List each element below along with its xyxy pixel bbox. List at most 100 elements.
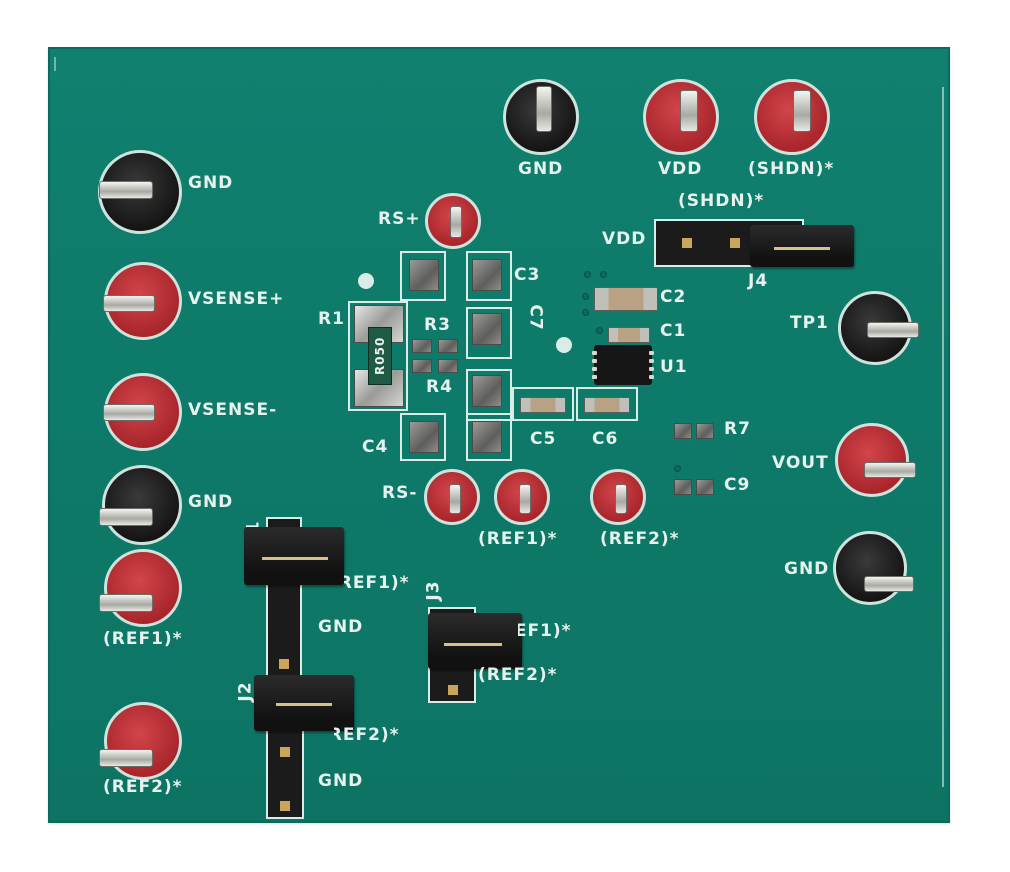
label-ref2-center: (REF2)* bbox=[600, 529, 680, 549]
test-point-tp1[interactable] bbox=[838, 291, 919, 365]
label-vsense-minus: VSENSE- bbox=[188, 400, 278, 420]
mounting-hole bbox=[556, 337, 572, 353]
footprint-r1 bbox=[348, 301, 408, 411]
via bbox=[582, 293, 589, 300]
ic-u1 bbox=[592, 345, 654, 385]
test-point-ref2-left[interactable] bbox=[99, 702, 182, 780]
via bbox=[582, 309, 589, 316]
footprint-c4-right bbox=[466, 413, 512, 461]
via bbox=[600, 271, 607, 278]
label-j1-mid: (REF1)* bbox=[330, 573, 410, 593]
test-point-rs-plus[interactable] bbox=[425, 193, 481, 249]
test-point-ref2-center[interactable] bbox=[590, 469, 646, 525]
label-tp1: TP1 bbox=[790, 313, 829, 333]
label-j3: J3 bbox=[423, 580, 444, 601]
test-point-vout[interactable] bbox=[835, 423, 916, 497]
label-c1: C1 bbox=[660, 321, 687, 341]
test-point-ref1-center[interactable] bbox=[494, 469, 550, 525]
label-c6: C6 bbox=[592, 429, 619, 449]
capacitor-c6 bbox=[584, 397, 630, 413]
label-u1: U1 bbox=[660, 357, 688, 377]
label-gnd-left-top: GND bbox=[188, 173, 234, 193]
jumper-j1[interactable] bbox=[244, 527, 344, 585]
label-vout: VOUT bbox=[772, 453, 829, 473]
footprint-c4-left bbox=[400, 413, 446, 461]
label-rs-plus: RS+ bbox=[378, 209, 421, 229]
pad-c9-b bbox=[696, 479, 714, 495]
capacitor-c2 bbox=[594, 287, 658, 311]
label-r4: R4 bbox=[426, 377, 453, 397]
label-c2: C2 bbox=[660, 287, 687, 307]
jumper-j2[interactable] bbox=[254, 675, 354, 731]
pad-c4-b bbox=[472, 421, 502, 453]
label-vdd-j4: VDD bbox=[602, 229, 647, 249]
board-edge-highlight bbox=[942, 87, 944, 787]
label-r1: R1 bbox=[318, 309, 345, 329]
test-point-gnd-top[interactable] bbox=[503, 79, 579, 155]
label-shdn-top: (SHDN)* bbox=[748, 159, 835, 179]
test-point-vdd[interactable] bbox=[643, 79, 719, 155]
label-shdn-j4: (SHDN)* bbox=[678, 191, 765, 211]
pad-c3-a bbox=[409, 259, 439, 291]
pad-c7 bbox=[472, 313, 502, 345]
pad-r7-b bbox=[696, 423, 714, 439]
pad-r3-a bbox=[412, 339, 432, 353]
via bbox=[584, 271, 591, 278]
label-j1-gnd: GND bbox=[318, 617, 364, 637]
label-gnd-top: GND bbox=[518, 159, 564, 179]
label-vdd-top: VDD bbox=[658, 159, 703, 179]
label-ref1-center: (REF1)* bbox=[478, 529, 558, 549]
label-rs-minus: RS- bbox=[382, 483, 418, 503]
footprint-c6 bbox=[576, 387, 638, 421]
label-j2: J2 bbox=[235, 681, 256, 702]
label-c9: C9 bbox=[724, 475, 751, 495]
label-c7: C7 bbox=[525, 304, 546, 331]
test-point-ref1-left[interactable] bbox=[99, 549, 182, 627]
label-j4: J4 bbox=[748, 271, 769, 291]
mounting-hole bbox=[358, 273, 374, 289]
footprint-c3-left bbox=[400, 251, 446, 301]
test-point-rs-minus[interactable] bbox=[424, 469, 480, 525]
label-gnd-right: GND bbox=[784, 559, 830, 579]
label-ref1-left: (REF1)* bbox=[103, 629, 183, 649]
pad-r4-a bbox=[412, 359, 432, 373]
pad-c4-a bbox=[409, 421, 439, 453]
test-point-vsense-plus[interactable] bbox=[103, 262, 182, 340]
label-vsense-plus: VSENSE+ bbox=[188, 289, 285, 309]
test-point-gnd-left-top[interactable] bbox=[98, 150, 182, 234]
label-j2-gnd: GND bbox=[318, 771, 364, 791]
label-c5: C5 bbox=[530, 429, 557, 449]
jumper-j4[interactable] bbox=[750, 225, 854, 267]
pad-r4-b bbox=[438, 359, 458, 373]
label-j3-top: (REF1)* bbox=[492, 621, 572, 641]
footprint-c3-right bbox=[466, 251, 512, 301]
footprint-c5-c6-pads bbox=[466, 369, 512, 421]
label-c3: C3 bbox=[514, 265, 541, 285]
label-gnd-left-mid: GND bbox=[188, 492, 234, 512]
footprint-c7 bbox=[466, 307, 512, 359]
pad-c9-a bbox=[674, 479, 692, 495]
pad-c3-b bbox=[472, 259, 502, 291]
label-ref2-left: (REF2)* bbox=[103, 777, 183, 797]
test-point-gnd-right[interactable] bbox=[833, 531, 914, 605]
pcb-board: GND VSENSE+ VSENSE- GND (REF1)* (REF2)* … bbox=[48, 47, 950, 823]
resistor-r1: R050 bbox=[368, 327, 392, 385]
label-r3: R3 bbox=[424, 315, 451, 335]
pad-c-mid bbox=[472, 375, 502, 407]
via bbox=[596, 327, 603, 334]
label-j3-bot: (REF2)* bbox=[478, 665, 558, 685]
pad-r7-a bbox=[674, 423, 692, 439]
via bbox=[674, 465, 681, 472]
test-point-shdn[interactable] bbox=[754, 79, 830, 155]
jumper-j3[interactable] bbox=[428, 613, 522, 669]
footprint-c5 bbox=[512, 387, 574, 421]
test-point-gnd-left-mid[interactable] bbox=[99, 465, 182, 545]
label-j2-mid: (REF2)* bbox=[320, 725, 400, 745]
pad-r3-b bbox=[438, 339, 458, 353]
board-edge-highlight bbox=[54, 57, 56, 71]
capacitor-c5 bbox=[520, 397, 566, 413]
label-r7: R7 bbox=[724, 419, 751, 439]
capacitor-c1 bbox=[608, 327, 650, 343]
label-c4: C4 bbox=[362, 437, 389, 457]
test-point-vsense-minus[interactable] bbox=[103, 373, 182, 451]
